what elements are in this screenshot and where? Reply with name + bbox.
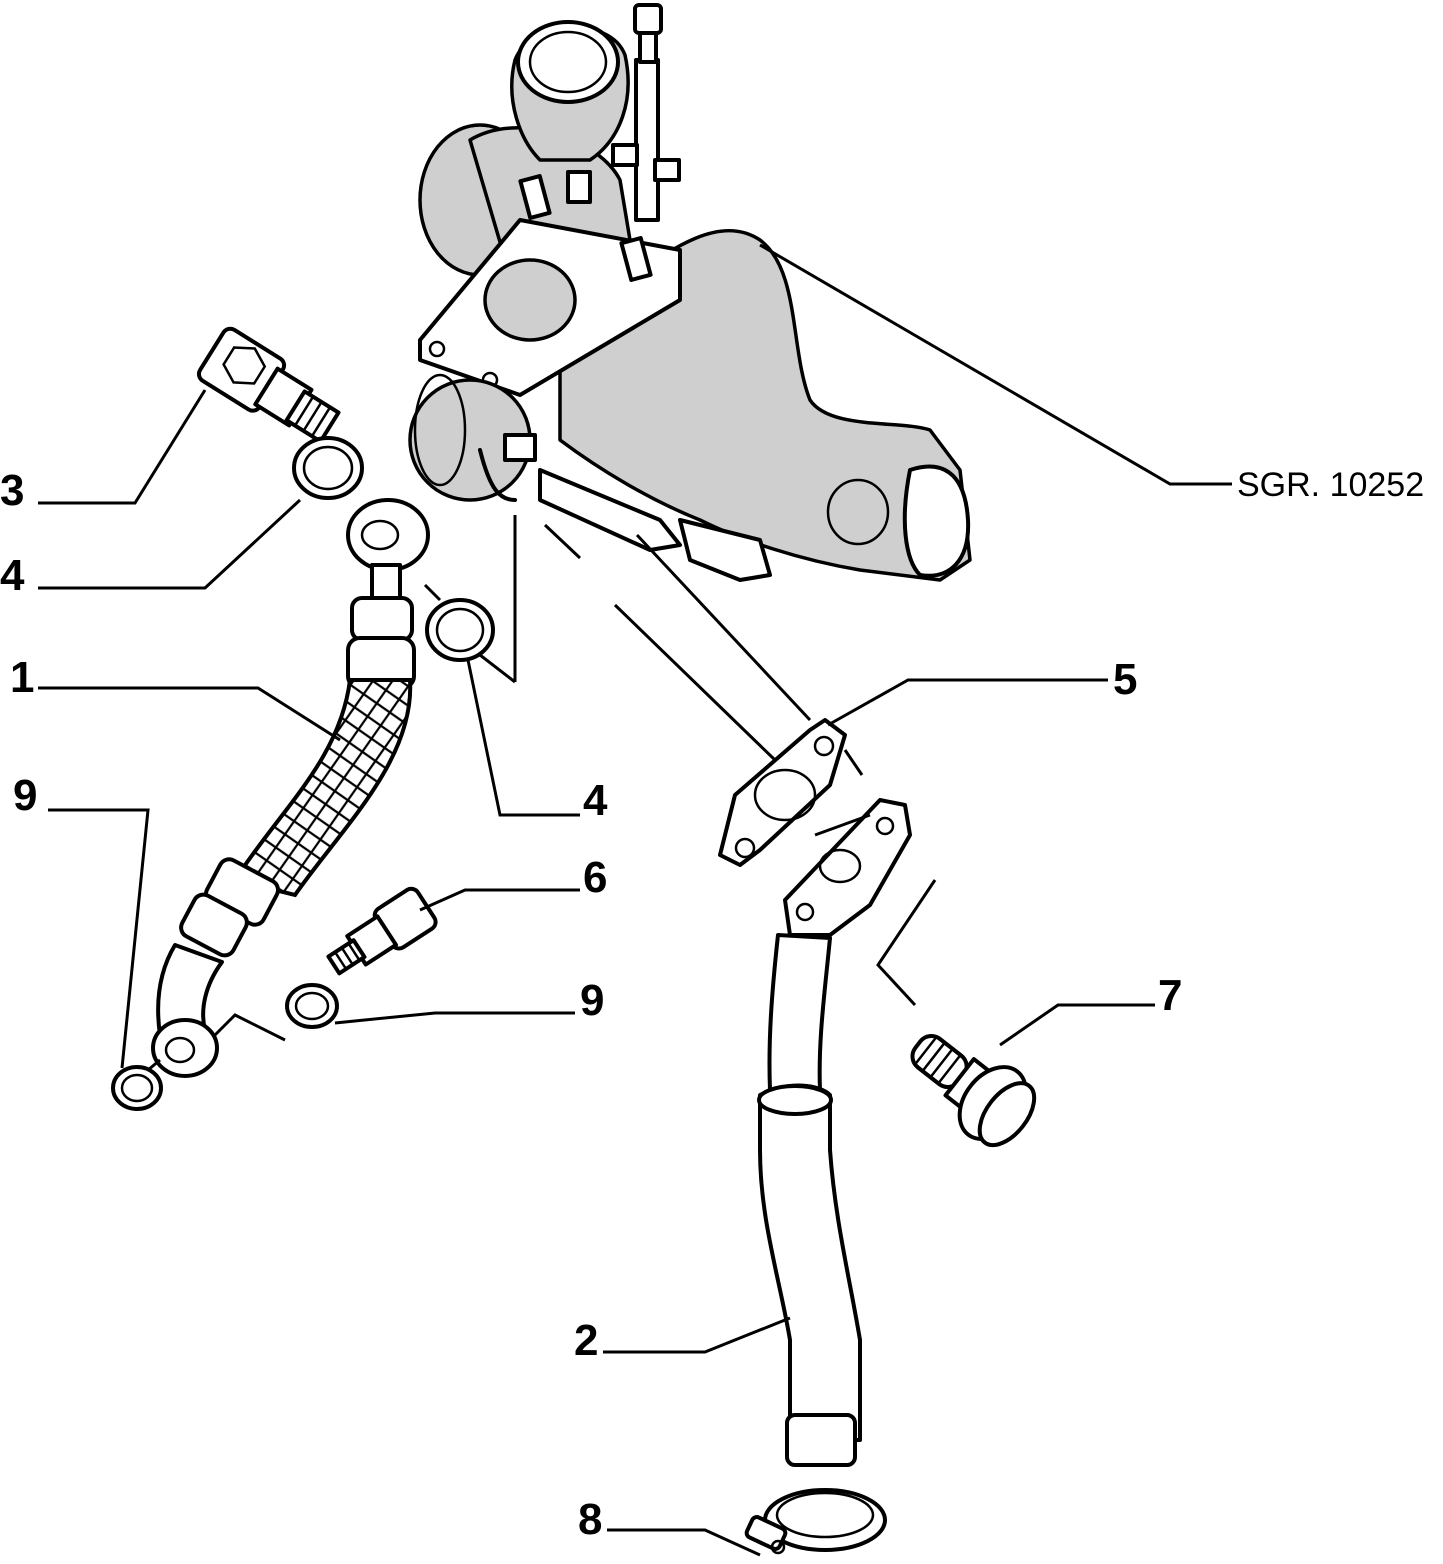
leader-1 <box>38 686 341 742</box>
sealing-washer-9-left <box>111 1065 163 1111</box>
drawing-reference: SGR. 10252 <box>1237 466 1424 504</box>
banjo-bolt <box>196 326 341 444</box>
exhaust-manifold <box>558 228 972 582</box>
leader-3 <box>38 389 207 505</box>
callout-8: 8 <box>578 1495 602 1544</box>
assembly-center-lines <box>147 515 937 1072</box>
leader-9a <box>48 808 150 1069</box>
leader-9b <box>334 1011 575 1025</box>
callout-7: 7 <box>1158 971 1182 1020</box>
braided-hose <box>231 678 413 898</box>
turbocharger-assembly <box>408 3 972 582</box>
callout-4-upper: 4 <box>0 551 25 600</box>
oil-return-pipe <box>757 798 912 1467</box>
leader-5 <box>827 678 1108 727</box>
sealing-washer-upper <box>292 436 364 500</box>
leader-7 <box>999 1003 1155 1047</box>
leader-4a <box>38 498 302 590</box>
flange-gasket <box>718 718 847 867</box>
leader-ref <box>759 243 1232 486</box>
callout-9-left: 9 <box>13 771 37 820</box>
callout-9-right: 9 <box>580 976 604 1025</box>
callout-4-lower: 4 <box>583 776 608 825</box>
callout-2: 2 <box>574 1316 598 1365</box>
sealing-washer-9-right <box>285 983 339 1029</box>
sealing-washer-lower <box>425 598 495 662</box>
callout-1: 1 <box>10 653 34 702</box>
hose-clamp <box>744 1488 887 1555</box>
wastegate-rod <box>634 58 660 222</box>
callout-3: 3 <box>0 466 24 515</box>
leader-6 <box>419 888 580 912</box>
callout-labels: SGR. 10252 3 4 1 9 4 6 9 5 7 2 8 <box>0 466 1424 1544</box>
union-fitting <box>326 886 438 976</box>
leader-8 <box>607 1528 761 1557</box>
leader-4b <box>466 659 580 817</box>
callout-6: 6 <box>583 853 607 902</box>
callout-5: 5 <box>1113 655 1137 704</box>
flange-bolt <box>910 1034 1037 1148</box>
oil-feed-pipe <box>151 498 430 1078</box>
leader-lines <box>38 243 1232 1557</box>
leader-2 <box>603 1316 791 1354</box>
